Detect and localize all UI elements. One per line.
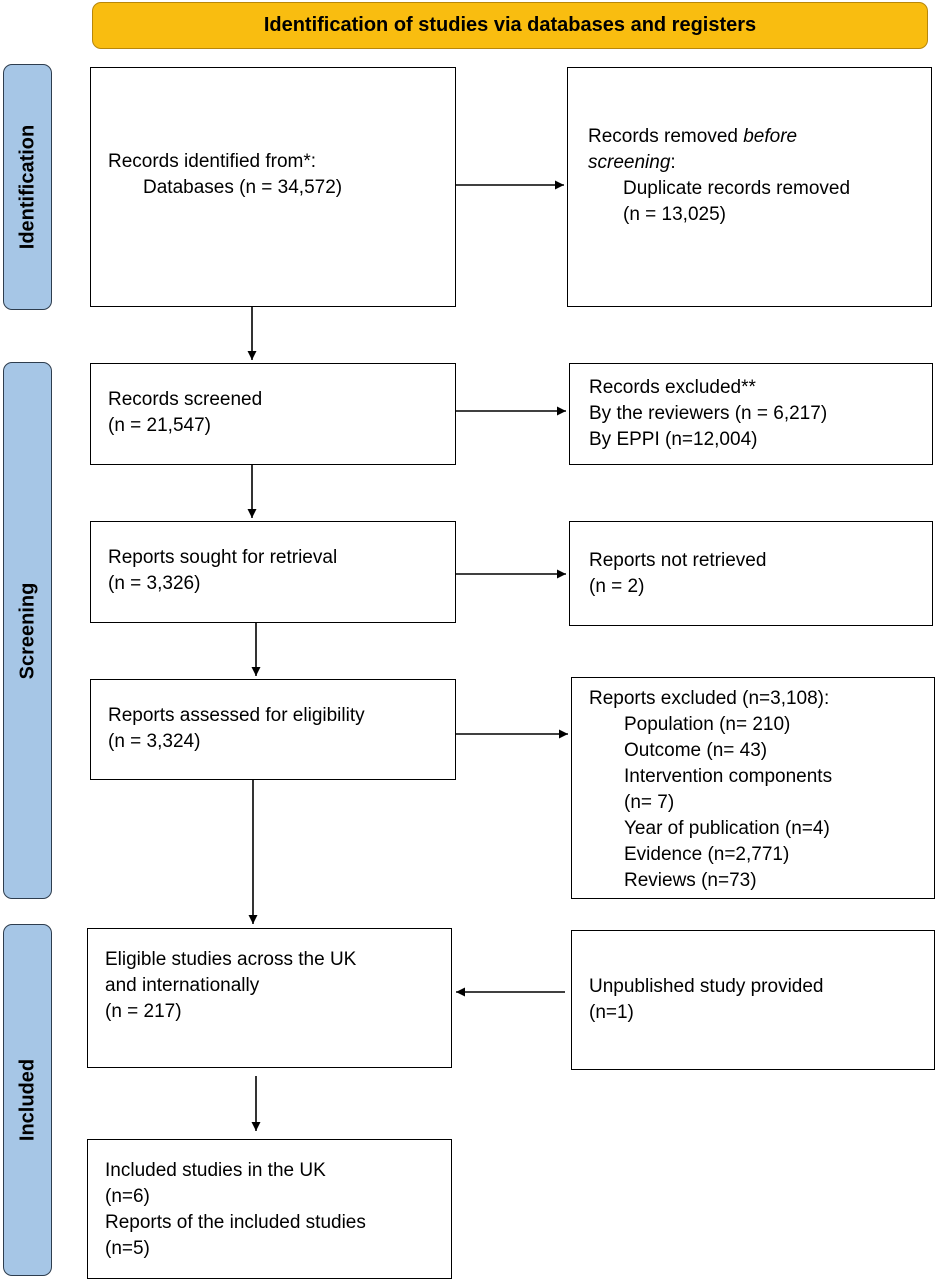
eligible-studies-box: Eligible studies across the UK and inter…	[87, 928, 452, 1068]
unpublished-study-box: Unpublished study provided (n=1)	[571, 930, 935, 1070]
stage-included: Included	[3, 924, 52, 1276]
reason-intervention: Intervention components	[624, 766, 833, 787]
duplicates-removed: Duplicate records removed	[623, 178, 851, 199]
records-removed-title-cont: screening:	[588, 152, 676, 173]
reports-assessed-box: Reports assessed for eligibility (n = 3,…	[90, 679, 456, 780]
records-screened-box: Records screened (n = 21,547)	[90, 363, 456, 465]
included-uk-box: Included studies in the UK (n=6) Reports…	[87, 1139, 452, 1279]
eligible-n: (n = 217)	[105, 1001, 182, 1022]
reason-outcome: Outcome (n= 43)	[624, 740, 768, 761]
reports-sought-box: Reports sought for retrieval (n = 3,326)	[90, 521, 456, 623]
records-excluded-reviewers: By the reviewers (n = 6,217)	[589, 403, 828, 424]
unpublished-n: (n=1)	[589, 1002, 634, 1023]
records-identified-title: Records identified from*:	[108, 151, 317, 172]
stage-screening: Screening	[3, 362, 52, 899]
records-identified-box: Records identified from*: Databases (n =…	[90, 67, 456, 307]
reason-population: Population (n= 210)	[624, 714, 791, 735]
reason-intervention-n: (n= 7)	[624, 792, 675, 813]
header-banner: Identification of studies via databases …	[92, 2, 928, 49]
included-uk-n: (n=6)	[105, 1186, 150, 1207]
eligible-line1: Eligible studies across the UK	[105, 949, 357, 970]
included-reports-n: (n=5)	[105, 1238, 150, 1259]
duplicates-removed-n: (n = 13,025)	[623, 204, 726, 225]
included-reports: Reports of the included studies	[105, 1212, 366, 1233]
records-excluded-box: Records excluded** By the reviewers (n =…	[569, 363, 933, 465]
records-screened-n: (n = 21,547)	[108, 415, 211, 436]
records-screened-title: Records screened	[108, 389, 263, 410]
reports-assessed-title: Reports assessed for eligibility	[108, 705, 365, 726]
records-identified-databases: Databases (n = 34,572)	[143, 177, 343, 198]
reports-excluded-box: Reports excluded (n=3,108): Population (…	[571, 677, 935, 899]
reports-not-retrieved-title: Reports not retrieved	[589, 550, 767, 571]
included-uk-title: Included studies in the UK	[105, 1160, 326, 1181]
records-excluded-eppi: By EPPI (n=12,004)	[589, 429, 758, 450]
records-excluded-title: Records excluded**	[589, 377, 756, 398]
reports-not-retrieved-n: (n = 2)	[589, 576, 645, 597]
reports-not-retrieved-box: Reports not retrieved (n = 2)	[569, 521, 933, 626]
reports-sought-n: (n = 3,326)	[108, 573, 201, 594]
records-removed-title: Records removed before	[588, 126, 798, 147]
reports-excluded-title: Reports excluded (n=3,108):	[589, 688, 830, 709]
records-removed-box: Records removed before screening: Duplic…	[567, 67, 932, 307]
reason-evidence: Evidence (n=2,771)	[624, 844, 790, 865]
eligible-line2: and internationally	[105, 975, 260, 996]
reports-sought-title: Reports sought for retrieval	[108, 547, 338, 568]
reason-year: Year of publication (n=4)	[624, 818, 830, 839]
unpublished-title: Unpublished study provided	[589, 976, 824, 997]
reason-reviews: Reviews (n=73)	[624, 870, 757, 891]
stage-identification: Identification	[3, 64, 52, 310]
reports-assessed-n: (n = 3,324)	[108, 731, 201, 752]
